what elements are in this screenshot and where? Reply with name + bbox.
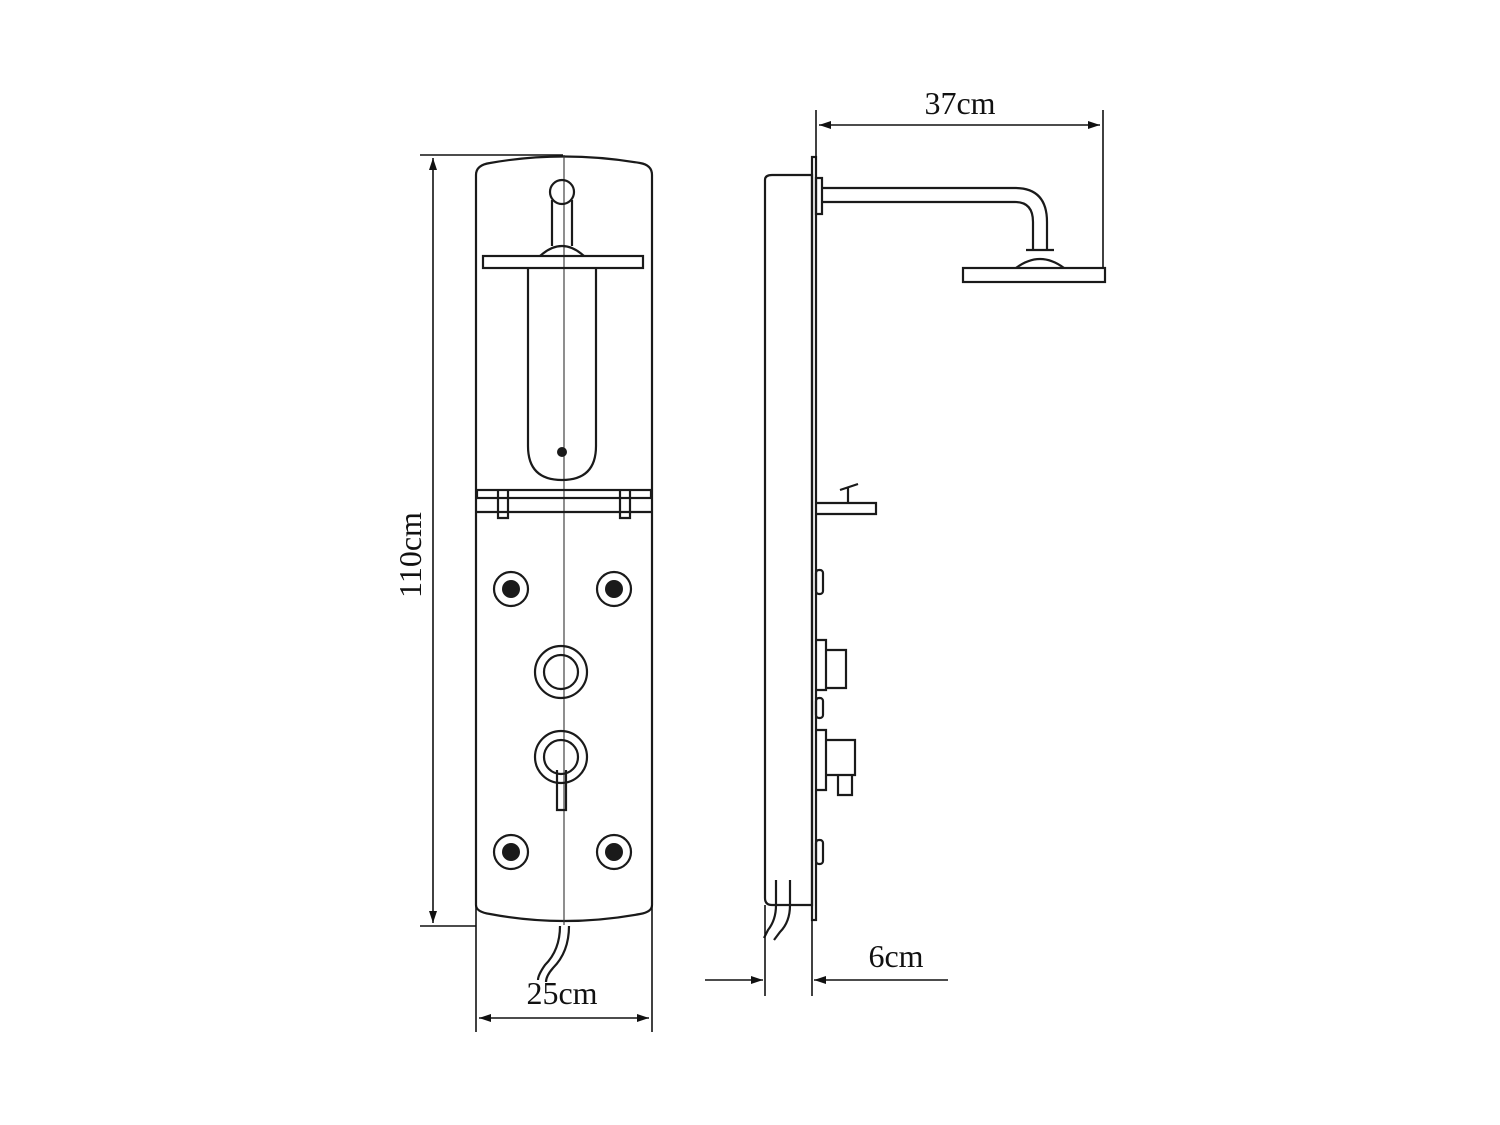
mixer-handle [533,729,589,812]
arm-reach-dimension: 37cm [815,85,1104,268]
side-tap [816,482,878,516]
jet-top-left [492,570,530,608]
selector-knob [533,644,589,700]
shower-head-side [961,266,1107,284]
arm-flange [814,176,824,216]
shelf [475,488,653,500]
side-selector-knob [816,638,848,692]
width-dimension: 25cm [475,905,653,1032]
jet-bottom-right [595,833,633,871]
shower-head-front [481,254,645,270]
depth-label: 6cm [868,938,923,974]
arm-pipe [550,200,574,246]
arm-mount [548,178,576,206]
side-jet-3 [814,838,825,866]
hose-side [763,880,792,941]
shelf-post-left [496,490,510,520]
panel-body-side [763,173,814,907]
side-jet-2 [814,696,825,720]
side-mixer-handle [816,728,857,797]
side-view [763,155,1107,941]
arm-reach-label: 37cm [924,85,995,121]
hose-front [536,925,571,983]
shower-arm [822,186,1049,250]
height-dimension: 110cm [392,154,563,927]
jet-top-right [595,570,633,608]
front-view [474,155,654,983]
capsule-dot [557,447,567,457]
light-capsule [526,268,598,482]
height-label: 110cm [392,512,428,598]
arm-base [539,244,585,257]
arm-joint [1015,248,1065,269]
side-jet-1 [814,568,825,596]
width-label: 25cm [526,975,597,1011]
glass-front-side [810,155,818,922]
body-jets [492,570,633,871]
jet-bottom-left [492,833,530,871]
shelf-post-right [618,490,632,520]
depth-dimension: 6cm [705,905,948,996]
